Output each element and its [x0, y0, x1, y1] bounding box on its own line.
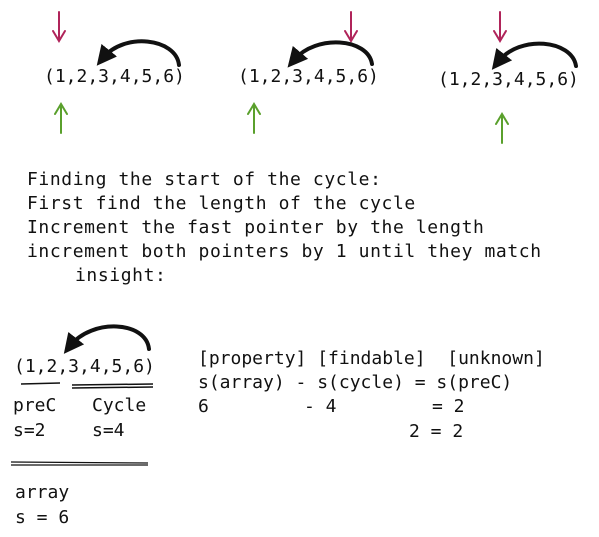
equation-row-3: 2 = 2 [409, 421, 464, 442]
example-2-tuple: (1,2,3,4,5,6) [238, 66, 379, 87]
array-divider-line [10, 461, 149, 466]
note-line-3: Increment the fast pointer by the length [27, 217, 485, 238]
cycle-curl-arrow [491, 41, 578, 70]
note-line-5: insight: [75, 265, 167, 286]
fast-pointer-arrow [495, 112, 509, 144]
cycle-size: s=4 [92, 420, 125, 441]
cycle-curl-arrow [96, 39, 181, 67]
prec-label: preC [13, 395, 57, 416]
example-3-tuple: (1,2,3,4,5,6) [438, 69, 579, 90]
cycle-underline [71, 383, 154, 389]
example-2-graphics [247, 11, 374, 134]
slow-pointer-arrow [52, 11, 66, 43]
array-label: array [15, 482, 70, 503]
note-line-1: Finding the start of the cycle: [27, 169, 382, 190]
cycle-label: Cycle [92, 395, 147, 416]
cycle-curl-arrow [287, 40, 374, 68]
example-1-graphics [52, 11, 181, 134]
equation-row-2-result: = 2 [432, 396, 465, 417]
example-3-graphics [491, 11, 578, 144]
slow-pointer-arrow [344, 11, 358, 43]
note-line-2: First find the length of the cycle [27, 193, 416, 214]
prec-size: s=2 [13, 420, 46, 441]
fast-pointer-arrow [54, 102, 68, 134]
cycle-curl-arrow [63, 324, 151, 354]
slow-pointer-arrow [493, 11, 507, 43]
insight-tuple: (1,2,3,4,5,6) [14, 356, 155, 377]
fast-pointer-arrow [247, 102, 261, 134]
array-size: s = 6 [15, 507, 70, 528]
note-line-4: increment both pointers by 1 until they … [27, 241, 542, 262]
equation-row-2-cycle-value: - 4 [304, 396, 337, 417]
equation-row-2-array-value: 6 [198, 396, 209, 417]
equation-row-1: s(array) - s(cycle) = s(preC) [198, 372, 513, 393]
example-1-tuple: (1,2,3,4,5,6) [44, 66, 185, 87]
insight-graphics [10, 324, 154, 466]
equation-header: [property] [findable] [unknown] [198, 348, 545, 369]
prec-underline [20, 382, 61, 385]
